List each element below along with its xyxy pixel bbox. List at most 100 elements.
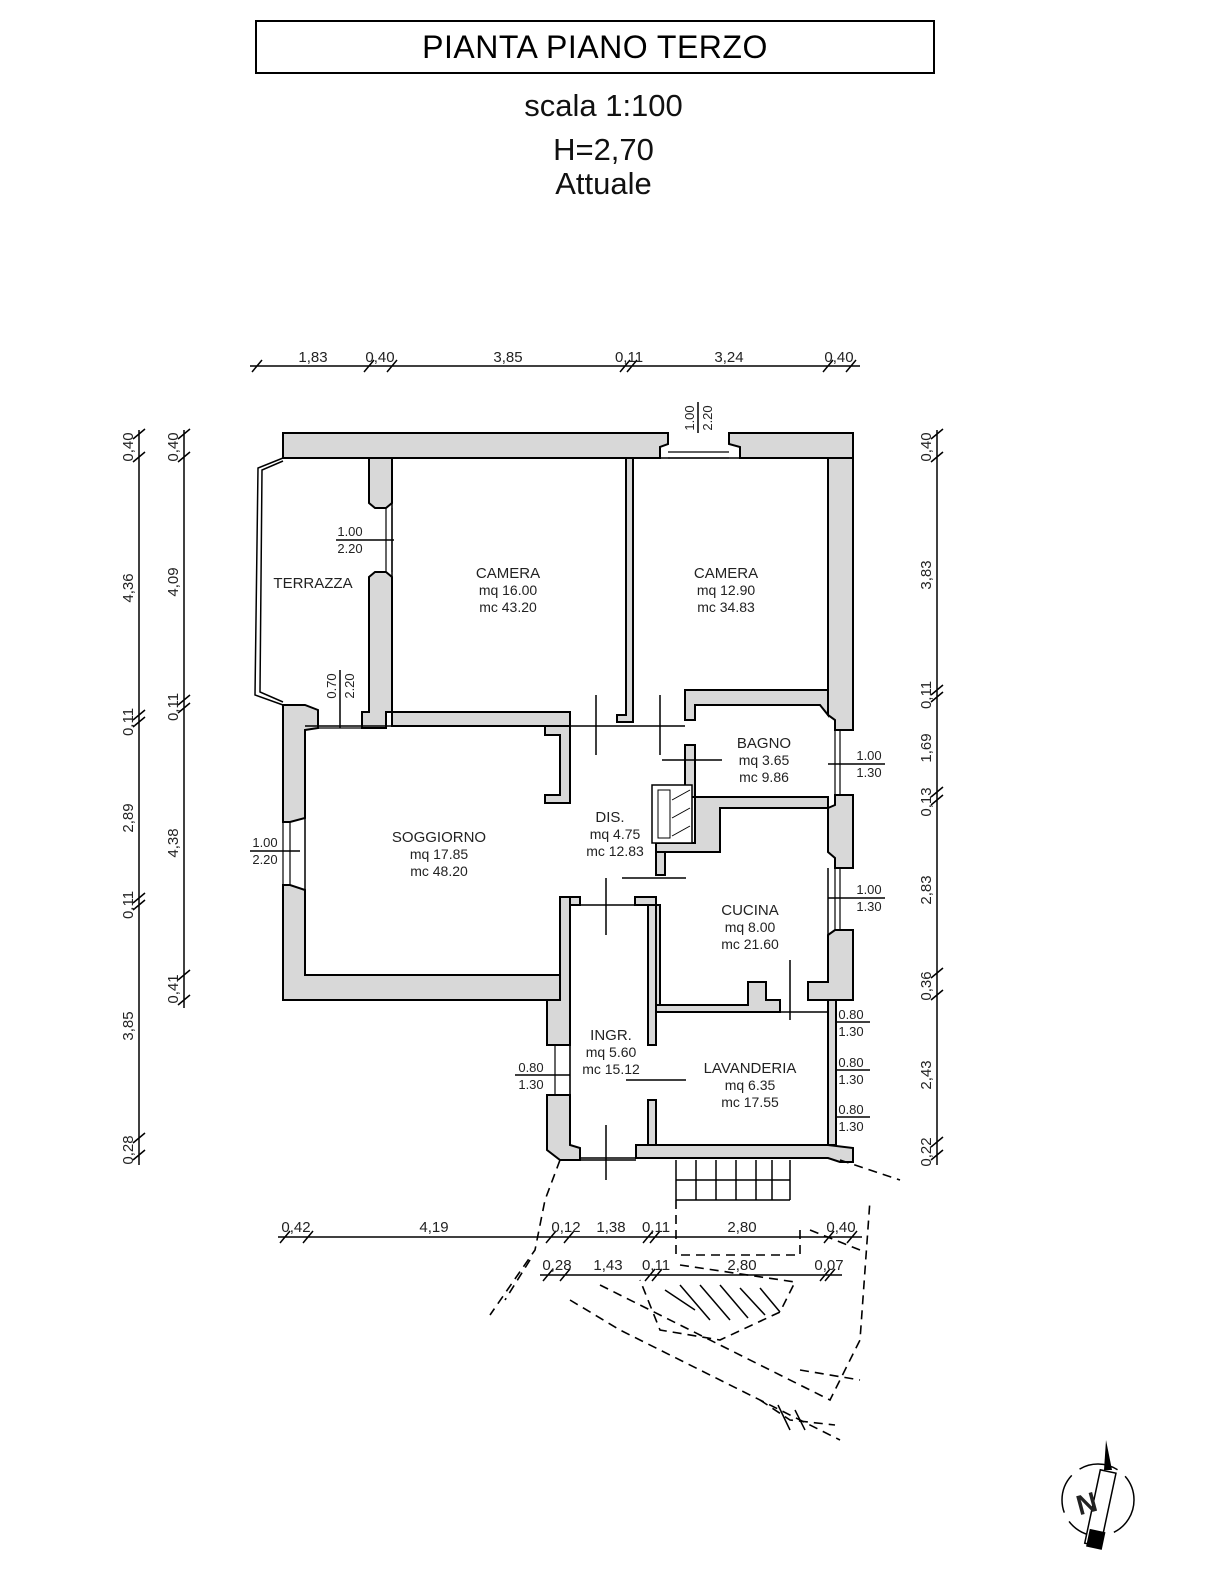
room-area: mq 6.35 [725, 1077, 776, 1093]
room-volume: mc 43.20 [479, 599, 537, 615]
opening-height: 1.30 [838, 1072, 863, 1087]
room-volume: mc 34.83 [697, 599, 755, 615]
room-outlines [304, 457, 829, 1159]
wall-top-right [728, 432, 854, 459]
bottom-dimension-line-2: 0,28 1,43 0,11 2,80 0,07 [540, 1257, 844, 1282]
opening-cucina-window: 1.00 1.30 [828, 882, 885, 914]
wall-bagno-left [684, 744, 696, 798]
room-volume: mc 12.83 [586, 843, 644, 859]
room-area: mq 8.00 [725, 919, 776, 935]
title-box: PIANTA PIANO TERZO [255, 20, 935, 74]
opening-width: 1.00 [337, 524, 362, 539]
left-outer-dim-2: 4,36 [120, 573, 137, 602]
height-label: H=2,70 [553, 132, 654, 167]
wall-cucina-left-lower [655, 904, 661, 1006]
right-dim-2: 3,83 [918, 560, 935, 589]
left-outer-dim-1: 0,40 [120, 432, 137, 461]
left-inner-dim-5: 0,41 [165, 974, 182, 1003]
scale-label: scala 1:100 [524, 88, 683, 123]
wall-top-left [282, 432, 669, 459]
arrow-head-icon [1104, 1440, 1112, 1470]
wall-right-upper [827, 457, 854, 731]
room-lavanderia: LAVANDERIA mq 6.35 mc 17.55 [704, 1060, 797, 1110]
room-name: CUCINA [721, 902, 779, 919]
opening-height: 1.30 [518, 1077, 543, 1092]
wall-right-bagno [827, 794, 854, 869]
room-area: mq 4.75 [590, 826, 641, 842]
opening-soggiorno-window: 1.00 2.20 [250, 835, 300, 867]
opening-width: 1.00 [856, 882, 881, 897]
top-dim-5: 3,24 [714, 349, 743, 366]
top-dim-1: 1,83 [298, 349, 327, 366]
wall-ingr-right-lower [647, 1099, 657, 1146]
opening-lav-window-3: 0.80 1.30 [836, 1102, 870, 1134]
left-inner-dim-2: 4,09 [165, 567, 182, 596]
room-area: mq 17.85 [410, 846, 469, 862]
wall-bagno-top [684, 689, 829, 721]
opening-height: 2.20 [342, 673, 357, 698]
opening-ingr-window: 0.80 1.30 [515, 1060, 570, 1092]
bottom2-dim-5: 0,07 [814, 1257, 843, 1274]
bottom1-dim-1: 0,42 [281, 1219, 310, 1236]
wall-ingr-left-lower [546, 1094, 581, 1161]
wall-dis-corner [569, 896, 581, 906]
bottom1-dim-3: 0,12 [551, 1219, 580, 1236]
room-camera-2: CAMERA mq 12.90 mc 34.83 [694, 565, 758, 615]
opening-terrazza-door-2: 0.70 2.20 [324, 670, 357, 728]
room-volume: mc 21.60 [721, 936, 779, 952]
opening-width: 0.80 [518, 1060, 543, 1075]
wall-cucina-left [655, 851, 666, 876]
top-dim-3: 3,85 [493, 349, 522, 366]
right-dim-7: 0,36 [918, 971, 935, 1000]
external-stairs [489, 1159, 901, 1441]
bottom2-dim-1: 0,28 [542, 1257, 571, 1274]
bottom2-dim-2: 1,43 [593, 1257, 622, 1274]
top-dimension-line: 1,83 0,40 3,85 0,11 3,24 0,40 [250, 349, 860, 373]
room-volume: mc 48.20 [410, 863, 468, 879]
right-dim-4: 1,69 [918, 733, 935, 762]
room-name: BAGNO [737, 735, 791, 752]
north-arrow: N [1061, 1440, 1135, 1550]
plan-title: PIANTA PIANO TERZO [422, 28, 768, 65]
left-outer-dim-6: 3,85 [120, 1011, 137, 1040]
opening-width: 1.00 [682, 405, 697, 430]
room-name: CAMERA [476, 565, 540, 582]
wall-bottom-lav [635, 1144, 854, 1163]
status-label: Attuale [555, 166, 652, 201]
room-cucina: CUCINA mq 8.00 mc 21.60 [721, 902, 779, 952]
wall-ingr-right [647, 896, 657, 1046]
opening-width: 0.70 [324, 673, 339, 698]
room-area: mq 5.60 [586, 1044, 637, 1060]
room-name: TERRAZZA [273, 575, 352, 592]
bottom2-dim-3: 0,11 [642, 1257, 670, 1274]
top-dim-4: 0,11 [615, 349, 643, 366]
left-outer-dim-7: 0,28 [120, 1135, 137, 1164]
terrace-outline [254, 457, 284, 706]
left-outer-dim-4: 2,89 [120, 803, 137, 832]
opening-height: 1.30 [856, 899, 881, 914]
left-inner-dim-1: 0,40 [165, 432, 182, 461]
room-name: SOGGIORNO [392, 829, 486, 846]
right-dim-5: 0,13 [918, 787, 935, 816]
left-inner-dim-4: 4,38 [165, 828, 182, 857]
walls [282, 432, 854, 1163]
opening-height: 1.30 [838, 1119, 863, 1134]
right-dim-9: 0,22 [918, 1137, 935, 1166]
room-name: DIS. [595, 809, 624, 826]
bottom1-dim-4: 1,38 [596, 1219, 625, 1236]
opening-width: 0.80 [838, 1102, 863, 1117]
opening-width: 0.80 [838, 1055, 863, 1070]
opening-width: 0.80 [838, 1007, 863, 1022]
wall-terrazza-divider-bottom [361, 571, 393, 729]
bottom1-dim-5: 0,11 [642, 1219, 670, 1236]
right-dim-8: 2,43 [918, 1060, 935, 1089]
left-outer-dimension-line: 0,40 4,36 0,11 2,89 0,11 3,85 0,28 [120, 428, 146, 1165]
room-area: mq 12.90 [697, 582, 756, 598]
right-dim-1: 0,40 [918, 432, 935, 461]
wall-right-cucina [807, 929, 854, 1001]
terrace-inner [259, 460, 284, 703]
bottom1-dim-6: 2,80 [727, 1219, 756, 1236]
opening-height: 2.20 [337, 541, 362, 556]
room-area: mq 3.65 [739, 752, 790, 768]
opening-height: 2.20 [700, 405, 715, 430]
